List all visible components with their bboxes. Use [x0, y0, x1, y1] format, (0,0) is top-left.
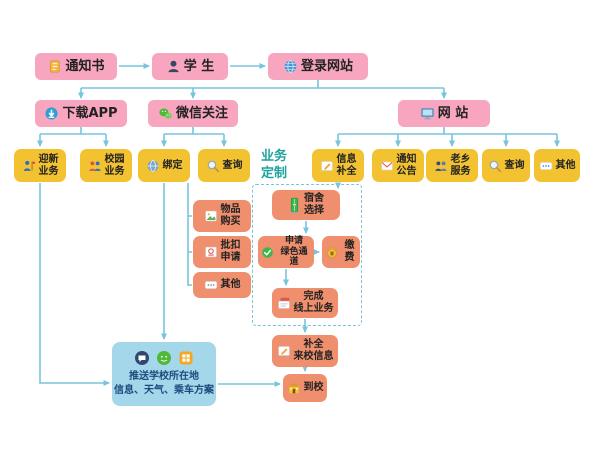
node-label: 查询: [222, 159, 243, 171]
node-query-web: 查询: [482, 149, 530, 182]
node-download-app: 下载APP: [35, 100, 127, 127]
node-label: 申请 绿色通道: [280, 235, 308, 268]
node-label: 下载APP: [62, 105, 118, 121]
chat-icon: [134, 350, 150, 366]
node-other-web: 其他: [534, 149, 580, 182]
globe-icon: [146, 159, 160, 173]
ellipsis-icon: [204, 278, 218, 292]
app-grid-icon: [178, 350, 194, 366]
student-icon: [166, 59, 181, 74]
download-icon: [44, 106, 59, 121]
node-fill-arrival-info: 补全 来校信息: [272, 335, 338, 367]
node-label: 信息 补全: [336, 153, 357, 177]
node-fellow-service: 老乡 服务: [426, 149, 478, 182]
node-wechat-follow: 微信关注: [148, 100, 238, 127]
node-label: 其他: [555, 159, 576, 171]
node-label: 物品 购买: [220, 204, 241, 227]
node-label: 完成 线上业务: [293, 291, 334, 314]
notebook-icon: [47, 59, 62, 74]
node-label: 学 生: [183, 58, 215, 74]
push-info-box: 推送学校所在地 信息、天气、乘车方案: [112, 342, 216, 406]
node-campus-service: 校园 业务: [80, 149, 132, 182]
node-announcement: 通知 公告: [372, 149, 424, 182]
node-label: 宿舍 选择: [304, 193, 324, 216]
node-website: 网 站: [398, 100, 490, 127]
node-info-complete: 信息 补全: [312, 149, 364, 182]
node-arrive-school: 到校: [283, 374, 327, 402]
node-label: 迎新 业务: [38, 153, 59, 177]
flag-person-icon: [22, 159, 36, 173]
magnifier-icon: [488, 159, 502, 173]
pencil-card-icon: [277, 344, 291, 358]
business-custom-label: 业务 定制: [260, 149, 287, 181]
svg-text:¥: ¥: [330, 251, 334, 257]
node-bind: 绑定: [138, 149, 190, 182]
node-label: 查询: [504, 159, 525, 171]
push-icons: [134, 350, 194, 366]
node-label: 登录网站: [300, 58, 353, 74]
node-other-custom: 其他: [193, 272, 251, 298]
node-label: 网 站: [437, 105, 469, 121]
node-label: 到校: [303, 382, 324, 393]
globe-icon: [283, 59, 298, 74]
magnifier-icon: [206, 159, 220, 173]
node-batch-deduction: 批扣 申请: [193, 236, 251, 268]
wardrobe-icon: [288, 197, 301, 214]
node-student: 学 生: [152, 53, 228, 80]
picture-card-icon: [204, 209, 218, 223]
envelope-icon: [380, 159, 394, 173]
node-query-wechat: 查询: [198, 149, 250, 182]
node-label: 批扣 申请: [220, 240, 241, 263]
node-green-channel: 申请 绿色通道: [258, 236, 314, 268]
wechat-icon: [156, 350, 172, 366]
documents-icon: [277, 296, 291, 310]
node-welcome-service: 迎新 业务: [14, 149, 66, 182]
node-login-website: 登录网站: [268, 53, 368, 80]
node-payment: ¥ 缴费: [322, 236, 360, 268]
people-icon: [434, 159, 448, 173]
money-bag-icon: ¥: [325, 245, 339, 259]
node-label: 校园 业务: [104, 153, 125, 177]
wechat-icon: [158, 106, 173, 121]
custom-process-region: [252, 184, 362, 326]
monitor-icon: [420, 106, 435, 121]
node-label: 其他: [220, 279, 241, 290]
people-icon: [88, 159, 102, 173]
node-item-purchase: 物品 购买: [193, 200, 251, 232]
node-finish-online: 完成 线上业务: [272, 288, 338, 318]
green-check-icon: [261, 246, 274, 259]
node-label: 缴费: [344, 240, 355, 263]
node-notice-letter: 通知书: [35, 53, 117, 80]
ellipsis-icon: [539, 159, 553, 173]
push-text: 推送学校所在地 信息、天气、乘车方案: [114, 371, 214, 396]
node-label: 通知书: [65, 58, 105, 74]
node-dorm-selection: 宿舍 选择: [272, 190, 340, 220]
node-label: 微信关注: [175, 105, 228, 121]
pencil-card-icon: [320, 159, 334, 173]
node-label: 绑定: [162, 159, 183, 171]
stamp-card-icon: [204, 245, 218, 259]
node-label: 通知 公告: [396, 153, 417, 177]
node-label: 老乡 服务: [450, 153, 471, 177]
school-building-icon: [287, 381, 301, 395]
node-label: 补全 来校信息: [293, 339, 334, 362]
